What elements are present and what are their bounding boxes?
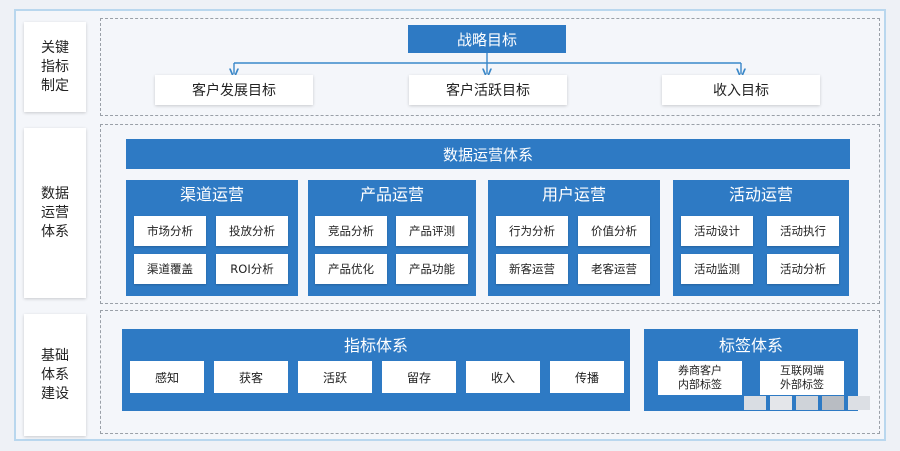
side-label-text: 关键指标制定 xyxy=(41,39,69,94)
panel-title: 活动运营 xyxy=(728,185,793,204)
goal-box-customer-growth: 客户发展目标 xyxy=(155,75,313,105)
operations-title-bar: 数据运营体系 xyxy=(126,139,850,169)
tag-item-line: 外部标签 xyxy=(780,378,824,391)
op-item: 产品评测 xyxy=(396,216,468,246)
watermark-block xyxy=(822,396,844,410)
side-label-text: 基础体系建设 xyxy=(41,347,69,402)
zone-kpi xyxy=(100,18,880,116)
metric-item: 活跃 xyxy=(298,361,372,393)
panel-activity-ops: 活动运营 活动设计 活动执行 活动监测 活动分析 xyxy=(673,180,849,296)
op-item: 价值分析 xyxy=(578,216,650,246)
strategy-top-box: 战略目标 xyxy=(408,25,566,53)
goal-box-customer-active: 客户活跃目标 xyxy=(409,75,567,105)
side-label-foundation: 基础体系建设 xyxy=(24,314,86,436)
panel-channel-ops: 渠道运营 市场分析 投放分析 渠道覆盖 ROI分析 xyxy=(126,180,298,296)
panel-title: 标签体系 xyxy=(718,336,783,355)
side-label-text: 数据运营体系 xyxy=(41,185,69,240)
watermark-block xyxy=(848,396,870,410)
op-item: 活动执行 xyxy=(767,216,839,246)
watermark-block xyxy=(744,396,766,410)
zone-operations xyxy=(100,124,880,304)
metric-item: 留存 xyxy=(382,361,456,393)
tag-item-line: 券商客户 xyxy=(678,364,722,377)
op-item: 行为分析 xyxy=(496,216,568,246)
goal-box-revenue: 收入目标 xyxy=(662,75,820,105)
op-item: 老客运营 xyxy=(578,254,650,284)
side-label-kpi: 关键指标制定 xyxy=(24,22,86,112)
op-item: ROI分析 xyxy=(216,254,288,284)
watermark-block xyxy=(770,396,792,410)
op-item: 产品优化 xyxy=(315,254,387,284)
tag-item: 券商客户 内部标签 xyxy=(658,361,742,395)
panel-title: 渠道运营 xyxy=(179,185,244,204)
panel-title: 用户运营 xyxy=(541,185,606,204)
panel-title: 产品运营 xyxy=(359,185,424,204)
panel-metrics-system: 指标体系 感知 获客 活跃 留存 收入 传播 xyxy=(122,329,630,411)
panel-title: 指标体系 xyxy=(343,336,408,355)
metric-item: 感知 xyxy=(130,361,204,393)
op-item: 活动监测 xyxy=(681,254,753,284)
metric-item: 获客 xyxy=(214,361,288,393)
tag-item-line: 互联网端 xyxy=(780,364,824,377)
op-item: 市场分析 xyxy=(134,216,206,246)
op-item: 渠道覆盖 xyxy=(134,254,206,284)
panel-product-ops: 产品运营 竞品分析 产品评测 产品优化 产品功能 xyxy=(308,180,476,296)
op-item: 投放分析 xyxy=(216,216,288,246)
op-item: 新客运营 xyxy=(496,254,568,284)
side-label-operations: 数据运营体系 xyxy=(24,128,86,298)
zone-foundation xyxy=(100,310,880,434)
op-item: 活动分析 xyxy=(767,254,839,284)
watermark-block xyxy=(796,396,818,410)
op-item: 产品功能 xyxy=(396,254,468,284)
op-item: 竞品分析 xyxy=(315,216,387,246)
tag-item: 互联网端 外部标签 xyxy=(760,361,844,395)
panel-user-ops: 用户运营 行为分析 价值分析 新客运营 老客运营 xyxy=(488,180,660,296)
op-item: 活动设计 xyxy=(681,216,753,246)
tag-item-line: 内部标签 xyxy=(678,378,722,391)
metric-item: 收入 xyxy=(466,361,540,393)
metric-item: 传播 xyxy=(550,361,624,393)
